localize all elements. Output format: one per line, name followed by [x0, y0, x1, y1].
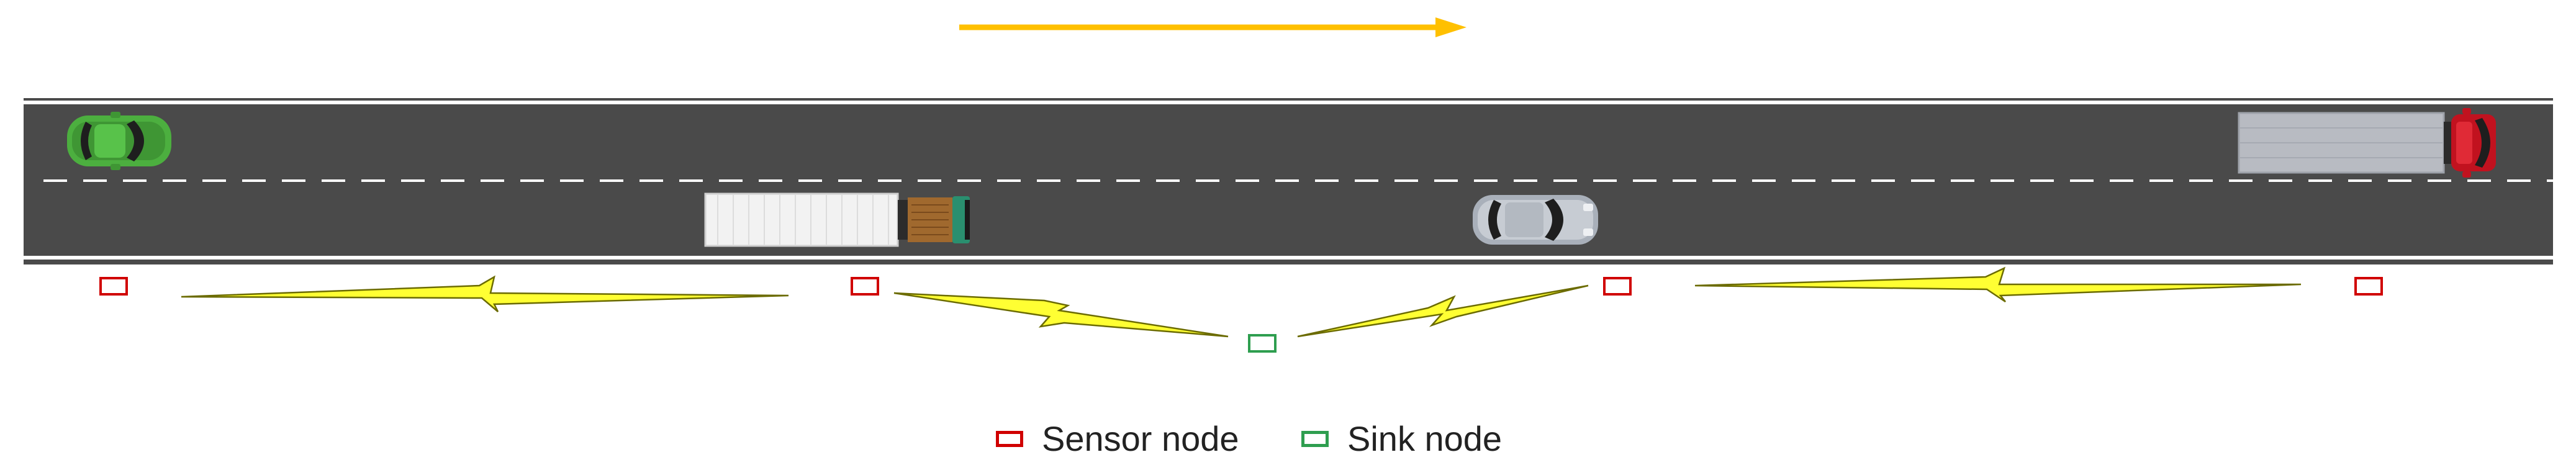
road	[24, 98, 2553, 264]
direction-arrow-icon	[959, 17, 1467, 37]
wireless-link-2	[893, 292, 1229, 338]
sensor-legend-swatch-icon	[996, 431, 1023, 447]
sensor-node-1	[99, 277, 128, 296]
sensor-node-3	[1603, 277, 1632, 296]
vehicle-green-car	[67, 112, 171, 170]
wireless-link-3	[1297, 284, 1589, 338]
vehicle-semi-truck	[704, 192, 970, 247]
vehicle-box-truck	[2238, 108, 2496, 178]
sensor-legend-label: Sensor node	[1042, 419, 1239, 458]
sink-node	[1248, 334, 1277, 353]
sink-legend-swatch-icon	[1301, 431, 1329, 447]
legend-item-sensor: Sensor node	[996, 417, 1239, 461]
sensor-node-4	[2354, 277, 2383, 296]
sink-legend-label: Sink node	[1347, 419, 1503, 458]
road-edge-line-top	[24, 101, 2553, 104]
vehicle-silver-car	[1473, 195, 1598, 245]
wireless-link-1	[181, 275, 789, 312]
wireless-link-4	[1694, 266, 2302, 303]
road-edge-line-bottom	[24, 256, 2553, 260]
legend-item-sink: Sink node	[1301, 417, 1502, 461]
sensor-node-2	[851, 277, 879, 296]
